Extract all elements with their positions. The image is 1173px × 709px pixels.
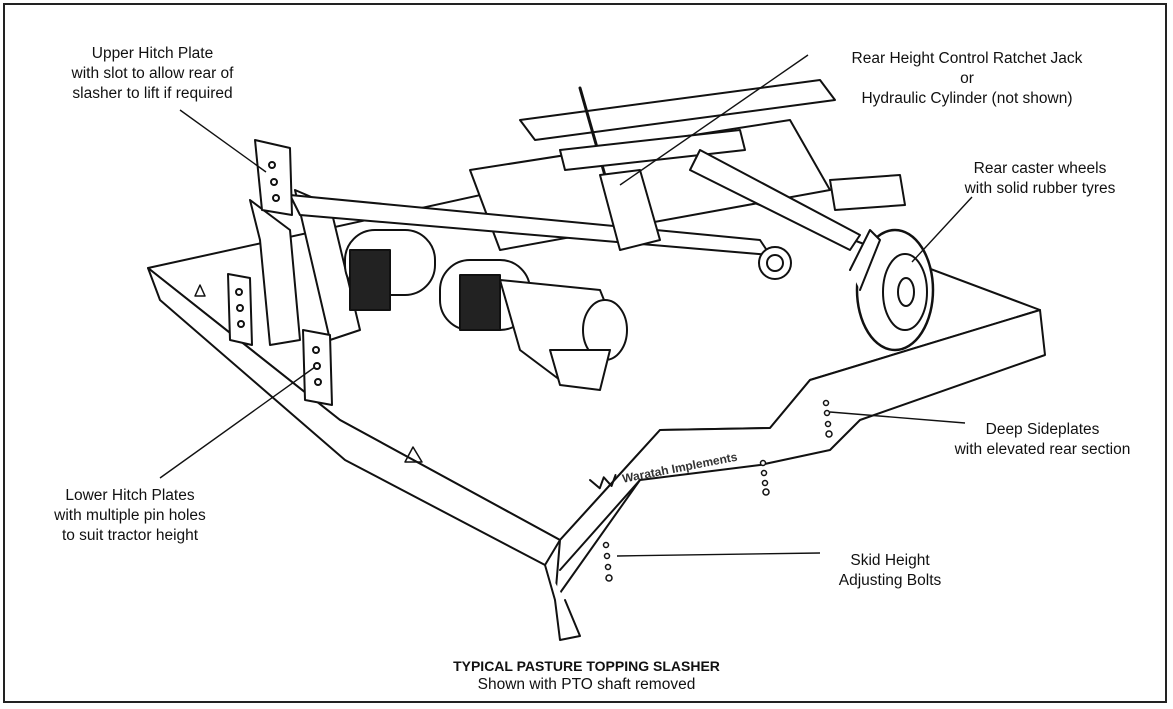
- caption-title: TYPICAL PASTURE TOPPING SLASHER: [453, 658, 720, 674]
- gearbox-stand: [549, 349, 611, 391]
- callout-rear-height-control: Rear Height Control Ratchet Jack or Hydr…: [851, 50, 1083, 107]
- caption-subtitle: Shown with PTO shaft removed: [477, 676, 696, 693]
- right-sideplate: [554, 309, 1046, 601]
- leader-sideplates: [829, 411, 966, 424]
- lower-hitch-plate-left: [227, 273, 253, 346]
- upper-hitch-plate: [254, 139, 293, 216]
- leader-caster: [911, 196, 973, 263]
- a-frame-left: [249, 199, 301, 346]
- leader-rear-jack: [619, 54, 809, 186]
- callout-upper-hitch-plate: Upper Hitch Plate with slot to allow rea…: [71, 45, 234, 102]
- lower-hitch-plate-right: [302, 329, 333, 406]
- leader-lower-hitch: [159, 366, 316, 479]
- ratchet-jack: [599, 169, 661, 251]
- leader-upper-hitch: [179, 109, 267, 173]
- leader-skid: [616, 552, 821, 557]
- callout-deep-sideplates: Deep Sideplates with elevated rear secti…: [954, 421, 1131, 458]
- warning-decal: [404, 446, 423, 463]
- callout-rear-caster-wheels: Rear caster wheels with solid rubber tyr…: [964, 160, 1116, 197]
- callout-skid-height-bolts: Skid Height Adjusting Bolts: [838, 552, 942, 589]
- front-skid: [544, 564, 581, 641]
- callout-lower-hitch-plates: Lower Hitch Plates with multiple pin hol…: [54, 487, 206, 544]
